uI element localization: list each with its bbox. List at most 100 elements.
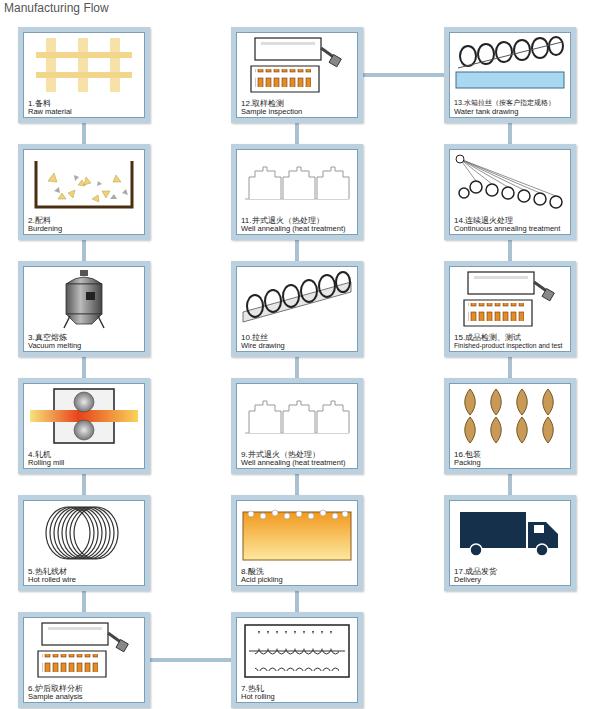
flow-connector	[508, 240, 512, 261]
process-box: 2.配料Burdening	[18, 144, 150, 240]
wire-coil-picture	[46, 507, 118, 559]
caption: 17.成品发货Delivery	[454, 567, 568, 585]
flow-connector	[82, 240, 86, 261]
step-label: 12.取样检测	[241, 99, 355, 108]
caption: 14.连续退火处理Continuous annealing treatment	[454, 216, 568, 234]
process-box: 3.真空熔炼Vacuum melting	[18, 261, 150, 357]
step-label: 6.炉后取样分析	[28, 684, 142, 693]
acid-tank-picture	[243, 510, 351, 560]
step-label: 16.包装	[454, 450, 568, 459]
step-label-english: Continuous annealing treatment	[454, 225, 568, 234]
process-box: 7.热轧Hot rolling	[231, 612, 363, 708]
step-label: 13.水箱拉丝（按客户指定规格）	[454, 99, 568, 107]
step-label: 9.井式退火（热处理）	[241, 450, 355, 459]
flow-connector	[508, 474, 512, 495]
step-label-english: Vacuum melting	[28, 342, 142, 351]
step-label: 10.拉丝	[241, 333, 355, 342]
flow-connector	[82, 123, 86, 144]
flow-connector	[363, 73, 444, 77]
step-label-english: Water tank drawing	[454, 108, 568, 117]
caption: 16.包装Packing	[454, 450, 568, 468]
process-box: 4.轧机Rolling mill	[18, 378, 150, 474]
process-box: 17.成品发货Delivery	[444, 495, 576, 591]
step-label-english: Rolling mill	[28, 459, 142, 468]
rolling-mill-picture	[30, 389, 138, 443]
sample-machine-picture	[464, 272, 554, 326]
step-label: 8.酸洗	[241, 567, 355, 576]
step-label-english: Sample analysis	[28, 693, 142, 702]
process-box: 13.水箱拉丝（按客户指定规格）Water tank drawing	[444, 27, 576, 123]
diagram-title: Manufacturing Flow	[4, 1, 109, 15]
caption: 9.井式退火（热处理）Well annealing (heat treatmen…	[241, 450, 355, 468]
flow-connector	[82, 357, 86, 378]
flow-connector	[82, 591, 86, 612]
burdening-picture	[36, 161, 132, 207]
step-label-english: Finished-product inspection and test	[454, 342, 568, 350]
step-label-english: Delivery	[454, 576, 568, 585]
process-box: 16.包装Packing	[444, 378, 576, 474]
raw-material-picture	[36, 38, 132, 92]
step-label: 5.热轧线材	[28, 567, 142, 576]
flow-connector	[295, 123, 299, 144]
caption: 10.拉丝Wire drawing	[241, 333, 355, 351]
step-label: 1.备料	[28, 99, 142, 108]
process-box: 11.井式退火（热处理）Well annealing (heat treatme…	[231, 144, 363, 240]
caption: 11.井式退火（热处理）Well annealing (heat treatme…	[241, 216, 355, 234]
caption: 4.轧机Rolling mill	[28, 450, 142, 468]
step-label: 17.成品发货	[454, 567, 568, 576]
step-label-english: Hot rolled wire	[28, 576, 142, 585]
sample-machine-picture	[38, 623, 128, 677]
hot-rolling-picture	[245, 625, 349, 677]
step-label-english: Hot rolling	[241, 693, 355, 702]
caption: 6.炉后取样分析Sample analysis	[28, 684, 142, 702]
truck-picture	[460, 512, 558, 556]
step-label: 2.配料	[28, 216, 142, 225]
caption: 13.水箱拉丝（按客户指定规格）Water tank drawing	[454, 99, 568, 116]
step-label: 7.热轧	[241, 684, 355, 693]
step-label-english: Sample inspection	[241, 108, 355, 117]
process-box: 9.井式退火（热处理）Well annealing (heat treatmen…	[231, 378, 363, 474]
process-box: 8.酸洗Acid pickling	[231, 495, 363, 591]
flow-connector	[508, 123, 512, 144]
step-label-english: Well annealing (heat treatment)	[241, 459, 355, 468]
caption: 12.取样检测Sample inspection	[241, 99, 355, 117]
step-label-english: Acid pickling	[241, 576, 355, 585]
packing-picture	[465, 389, 554, 443]
step-label: 3.真空熔炼	[28, 333, 142, 342]
step-label: 14.连续退火处理	[454, 216, 568, 225]
step-label-english: Burdening	[28, 225, 142, 234]
caption: 7.热轧Hot rolling	[241, 684, 355, 702]
step-label-english: Raw material	[28, 108, 142, 117]
vacuum-furnace-picture	[64, 270, 104, 328]
water-tank-picture	[456, 37, 564, 88]
flow-connector	[295, 357, 299, 378]
step-label: 15.成品检测、测试	[454, 333, 568, 342]
process-box: 14.连续退火处理Continuous annealing treatment	[444, 144, 576, 240]
furnace-picture	[245, 167, 349, 199]
furnace-picture	[245, 401, 349, 433]
step-label: 11.井式退火（热处理）	[241, 216, 355, 225]
caption: 1.备料Raw material	[28, 99, 142, 117]
flow-connector	[508, 357, 512, 378]
caption: 5.热轧线材Hot rolled wire	[28, 567, 142, 585]
process-box: 5.热轧线材Hot rolled wire	[18, 495, 150, 591]
process-box: 12.取样检测Sample inspection	[231, 27, 363, 123]
caption: 3.真空熔炼Vacuum melting	[28, 333, 142, 351]
process-box: 1.备料Raw material	[18, 27, 150, 123]
wire-drawing-picture	[243, 272, 351, 322]
caption: 8.酸洗Acid pickling	[241, 567, 355, 585]
process-box: 6.炉后取样分析Sample analysis	[18, 612, 150, 708]
process-box: 15.成品检测、测试Finished-product inspection an…	[444, 261, 576, 357]
sample-machine-picture	[251, 38, 341, 92]
annealing-line-picture	[456, 155, 562, 208]
step-label: 4.轧机	[28, 450, 142, 459]
flow-connector	[295, 474, 299, 495]
flow-connector	[295, 591, 299, 612]
process-box: 10.拉丝Wire drawing	[231, 261, 363, 357]
flow-connector	[150, 658, 231, 662]
caption: 15.成品检测、测试Finished-product inspection an…	[454, 333, 568, 350]
flow-connector	[295, 240, 299, 261]
step-label-english: Packing	[454, 459, 568, 468]
flow-connector	[82, 474, 86, 495]
